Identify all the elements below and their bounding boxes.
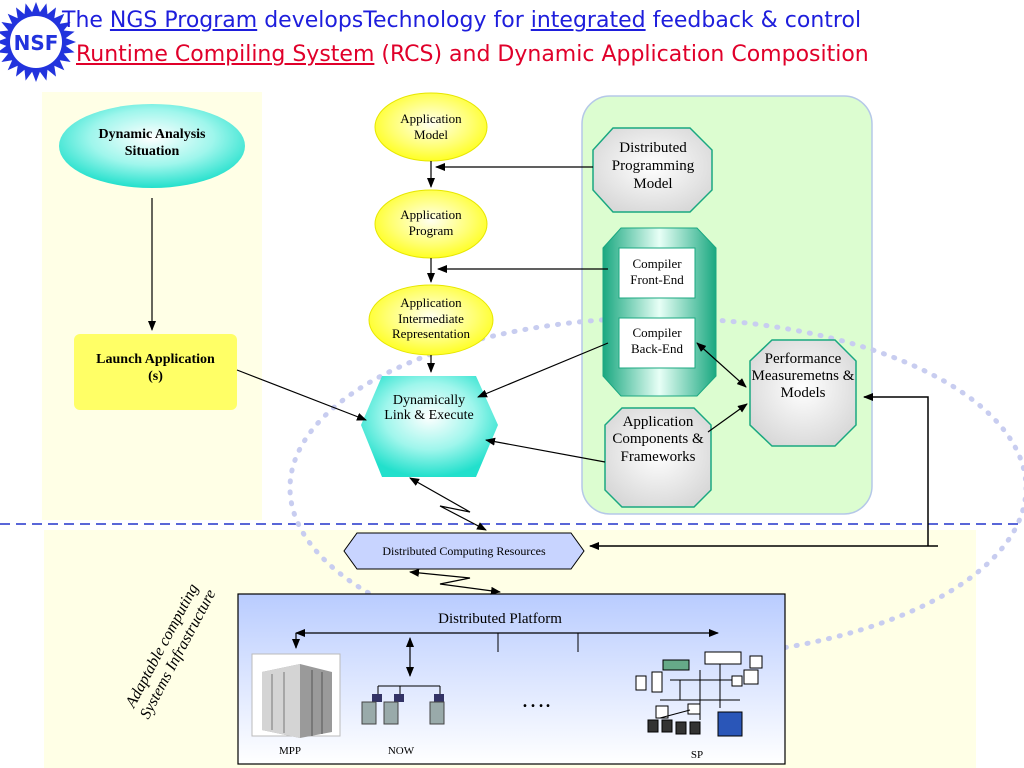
label-compiler-back-end: Compiler Back-End — [631, 325, 683, 356]
title-line-1-suffix: feedback & control — [645, 8, 862, 33]
nsf-logo: NSF — [0, 2, 76, 82]
label-dynamic-analysis: Dynamic Analysis Situation — [98, 127, 206, 159]
node-dynamic-analysis[interactable] — [59, 104, 245, 188]
title-line-2-rest: (RCS) and Dynamic Application Compositio… — [374, 42, 869, 67]
sp-cluster-icon — [635, 651, 763, 737]
node-distributed-programming-model[interactable] — [592, 127, 713, 213]
arrow-components-to-link — [485, 437, 606, 463]
label-compiler-front-end: Compiler Front-End — [630, 256, 684, 287]
label-ellipsis: …. — [521, 687, 551, 713]
node-dynamically-link-execute[interactable] — [361, 376, 498, 477]
node-application-components[interactable] — [604, 407, 712, 508]
label-application-ir: Application Intermediate Representation — [392, 295, 470, 342]
node-compiler-front-end[interactable] — [618, 247, 696, 299]
title-line-1-middle: developsTechnology for — [257, 8, 531, 33]
arrow-components-to-perf — [707, 403, 748, 433]
label-mpp: MPP — [278, 745, 302, 757]
nsf-logo-text: NSF — [14, 31, 59, 55]
label-application-model: Application Model — [400, 111, 462, 142]
label-sp: SP — [690, 749, 704, 761]
label-distributed-platform: Distributed Platform — [438, 611, 562, 627]
label-distributed-computing-resources: Distributed Computing Resources — [382, 544, 546, 558]
title-line-1-prefix: The — [62, 8, 110, 33]
title-line-1: The NGS Program developsTechnology for i… — [62, 8, 861, 33]
label-now: NOW — [387, 745, 415, 757]
arrow-resources-platform — [409, 568, 501, 595]
arrow-link-resources — [409, 477, 487, 531]
mpp-machine-icon — [251, 653, 341, 738]
label-launch-application: Launch Application (s) — [96, 352, 215, 384]
node-compiler-back-end[interactable] — [618, 317, 696, 369]
label-application-program: Application Program — [400, 207, 462, 238]
label-distributed-programming-model: Distributed Programming Model — [611, 140, 695, 192]
now-cluster-icon — [361, 685, 445, 725]
label-application-components: Application Components & Frameworks — [612, 414, 704, 465]
title-link-ngs-program[interactable]: NGS Program — [109, 8, 258, 33]
arrow-backend-perf — [696, 342, 747, 388]
arrow-launch-to-link — [236, 369, 367, 421]
arrow-backend-to-link — [477, 342, 609, 398]
title-link-runtime-compiling-system[interactable]: Runtime Compiling System — [76, 42, 375, 67]
node-performance[interactable] — [749, 339, 857, 447]
node-launch-application[interactable] — [74, 334, 237, 410]
title-line-2: Runtime Compiling System (RCS) and Dynam… — [76, 42, 869, 67]
label-performance: Performance Measuremetns & Models — [751, 351, 855, 401]
label-dynamically-link-execute: Dynamically Link & Execute — [384, 393, 474, 424]
title-link-integrated[interactable]: integrated — [530, 8, 646, 33]
arrow-feedback-to-perf — [863, 393, 929, 546]
node-distributed-computing-resources[interactable] — [343, 532, 585, 570]
